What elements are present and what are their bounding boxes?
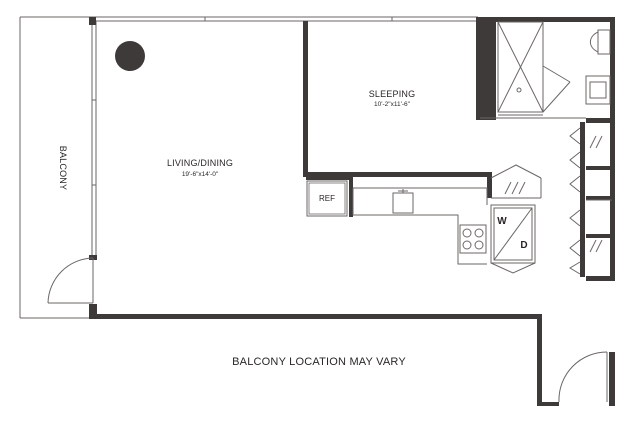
kitchen-counter [352, 187, 488, 265]
washer-label: W [497, 216, 507, 227]
balcony-location-note: BALCONY LOCATION MAY VARY [232, 356, 406, 368]
living-dining-label: LIVING/DINING [167, 158, 233, 168]
balcony-area [19, 16, 92, 319]
refrigerator: REF [306, 180, 348, 217]
window-wall-top [92, 16, 478, 22]
structural-column [115, 41, 145, 71]
closets [569, 127, 612, 275]
hall-closet [490, 164, 542, 199]
entry-door-swing [558, 351, 608, 403]
sleeping-dims: 10'-2"x11'-6" [374, 101, 411, 108]
washer-dryer: W D [490, 204, 536, 274]
bathroom [480, 21, 611, 119]
window-wall-west [91, 21, 97, 255]
sleeping-label: SLEEPING [369, 89, 416, 99]
balcony-label: BALCONY [58, 146, 68, 190]
walls [89, 17, 615, 406]
dryer-label: D [520, 240, 527, 251]
refrigerator-label: REF [319, 194, 335, 203]
balcony-door-swing [47, 257, 94, 304]
living-dining-dims: 19'-6"x14'-0" [182, 171, 219, 178]
